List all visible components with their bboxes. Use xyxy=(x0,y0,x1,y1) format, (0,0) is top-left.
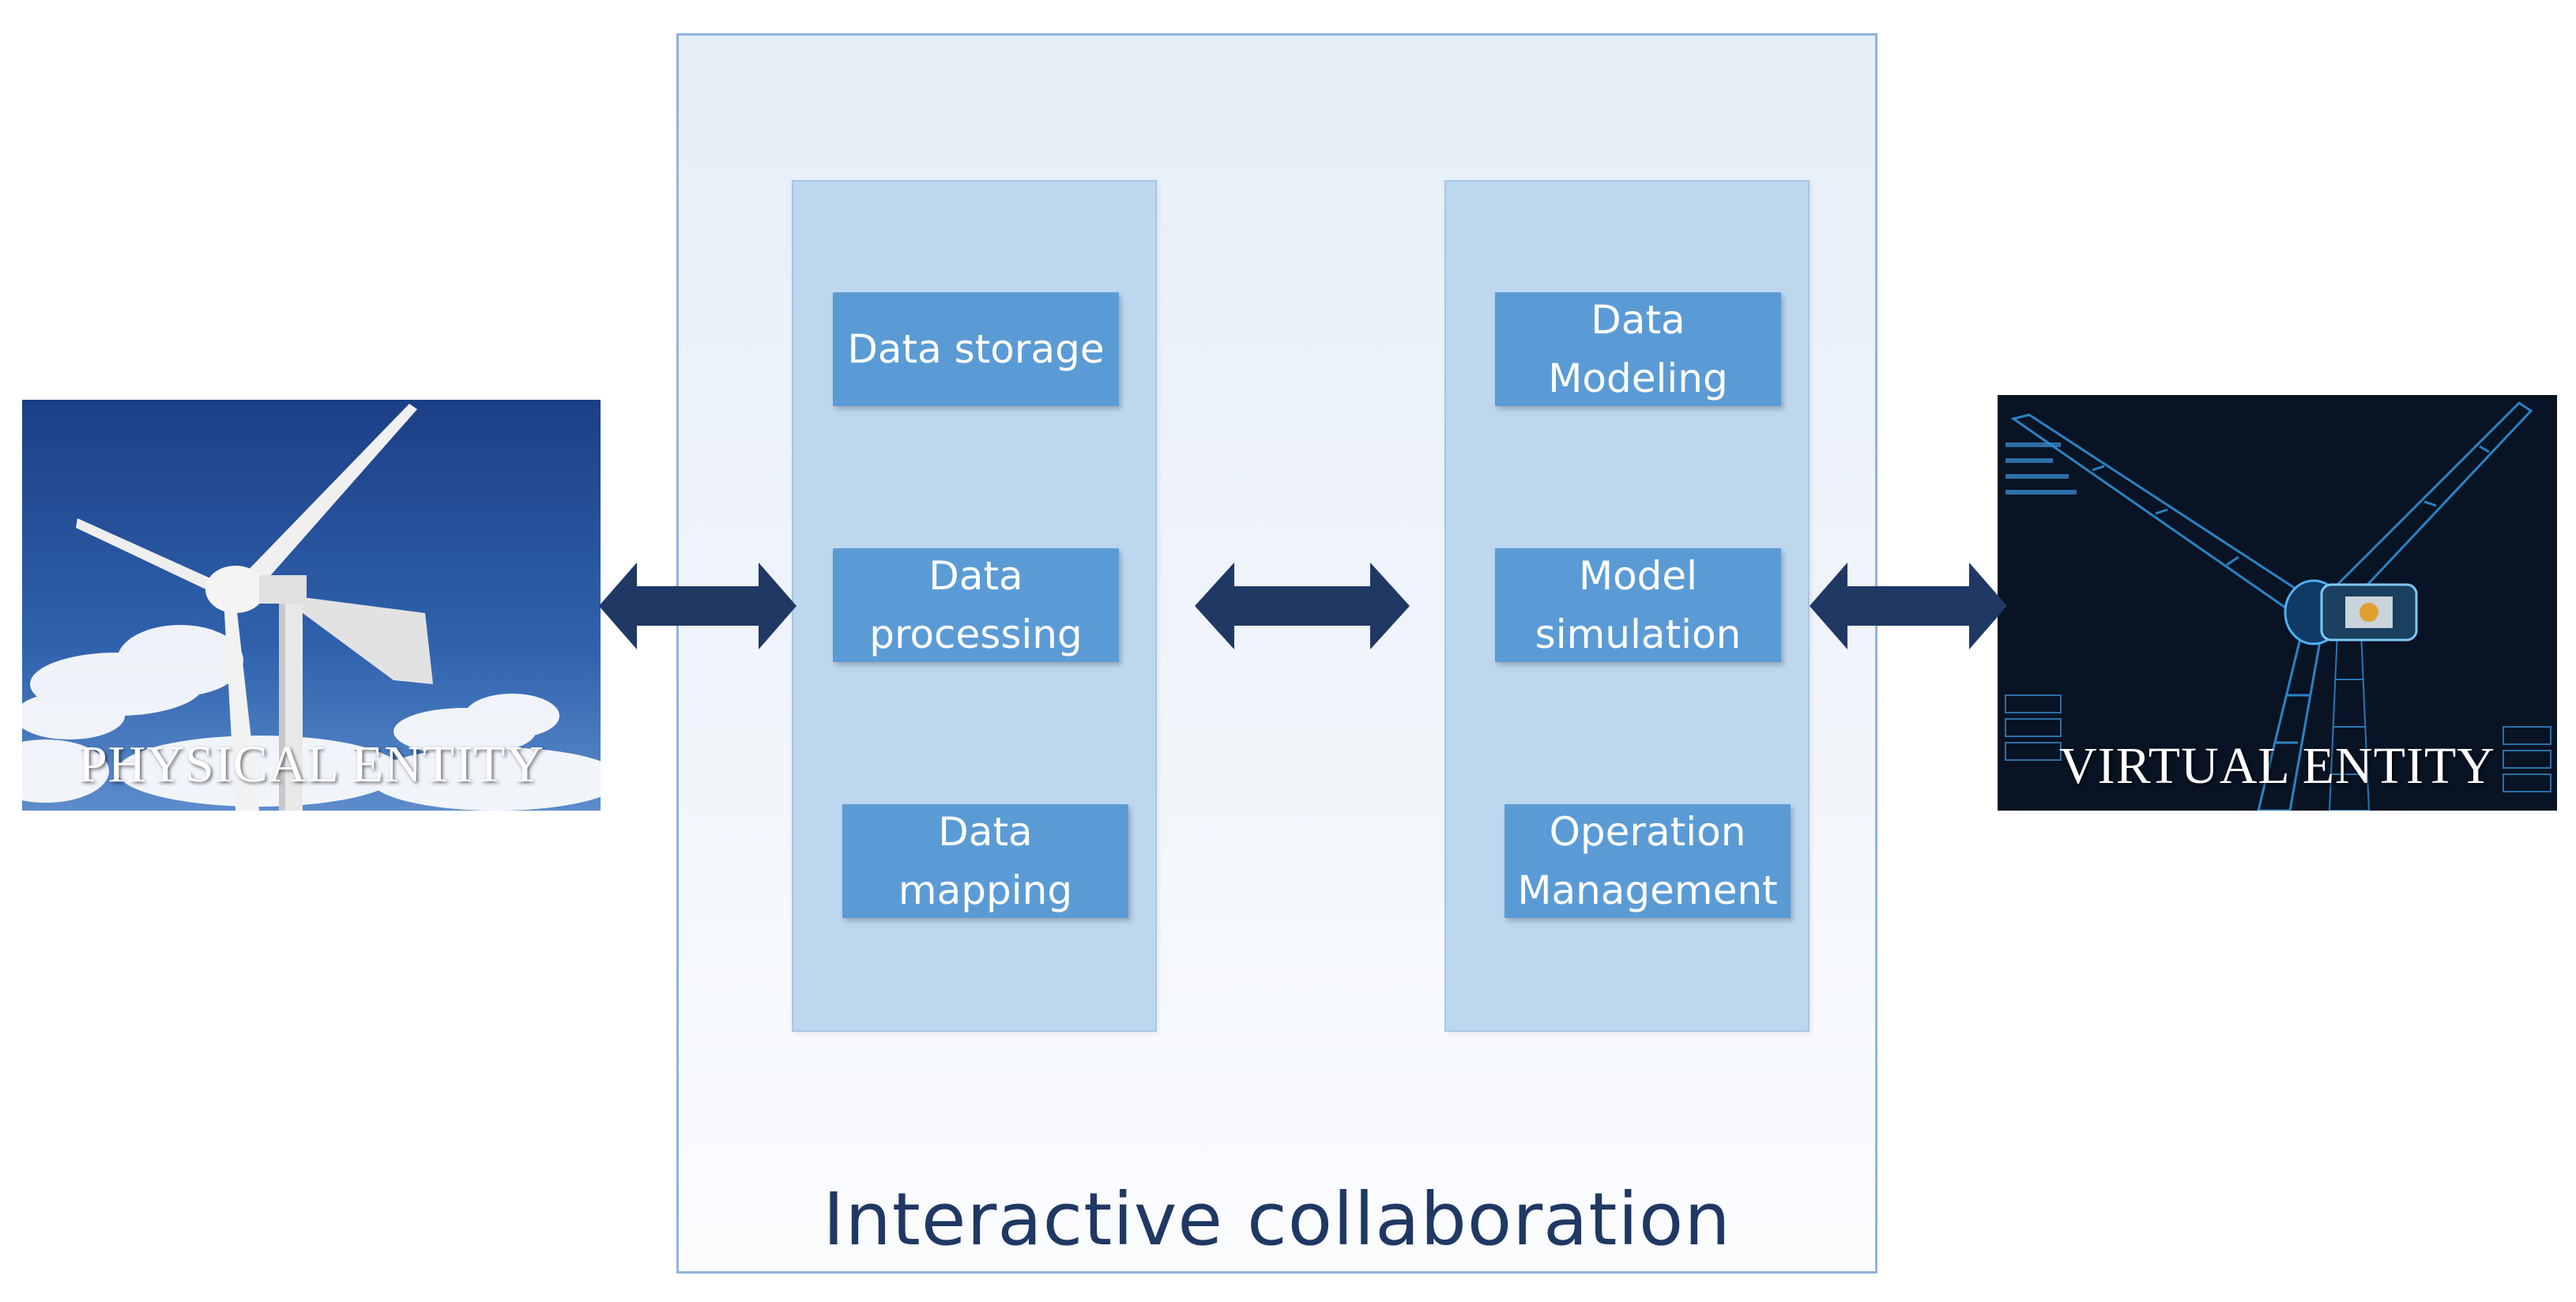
physical-entity-label: PHYSICAL ENTITY xyxy=(77,736,545,793)
virtual-entity-label: VIRTUAL ENTITY xyxy=(2059,737,2495,795)
data-storage-box: Data storage xyxy=(833,292,1119,406)
data-mapping-box: Data mapping xyxy=(842,804,1128,918)
right-column-to-virtual-arrow xyxy=(1810,563,2007,649)
double-arrow-icon xyxy=(1810,563,2007,649)
wind-turbine-photo xyxy=(22,400,601,811)
data-processing-box: Data processing xyxy=(833,548,1119,662)
double-arrow-icon xyxy=(1195,563,1410,649)
wind-turbine-wireframe xyxy=(1998,395,2557,811)
interactive-collaboration-label: Interactive collaboration xyxy=(823,1177,1731,1262)
operation-management-box: Operation Management xyxy=(1505,804,1791,918)
double-arrow-icon xyxy=(599,563,797,649)
physical-entity-image: PHYSICAL ENTITY xyxy=(22,400,601,811)
virtual-entity-image: VIRTUAL ENTITY xyxy=(1998,395,2557,811)
physical-to-left-column-arrow xyxy=(599,563,797,649)
column-to-column-arrow xyxy=(1195,563,1410,649)
model-simulation-box: Model simulation xyxy=(1495,548,1781,662)
data-modeling-box: Data Modeling xyxy=(1495,292,1781,406)
